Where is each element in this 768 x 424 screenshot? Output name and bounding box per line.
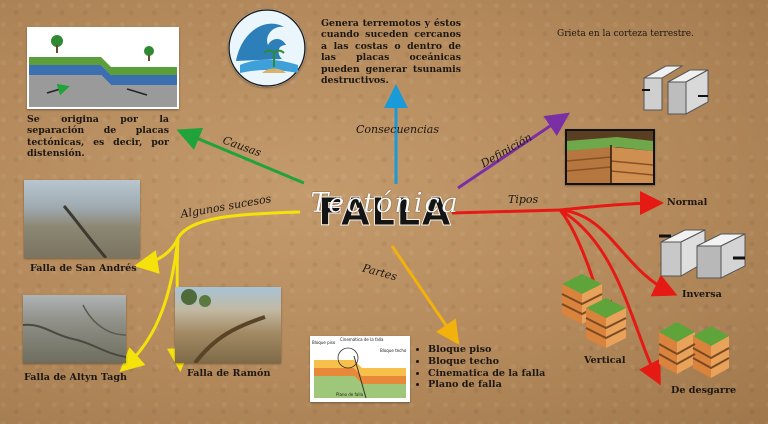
- causes-fault-diagram: [27, 27, 179, 109]
- causes-text: Se origina por la separación de placas t…: [27, 114, 169, 160]
- diagram-label-c: Bloque techo: [380, 348, 406, 353]
- diagram-label-d: Plano de falla: [336, 392, 363, 397]
- event-label-altyn-tagh: Falla de Altyn Tagh: [24, 372, 127, 383]
- type-label-desgarre: De desgarre: [671, 385, 736, 396]
- diagram-label-a: Bloque piso: [312, 340, 335, 345]
- parts-arrow: [392, 246, 456, 340]
- inversa-block-diagram: [655, 218, 747, 280]
- central-title-script: Tectónica: [300, 188, 470, 219]
- event-label-ramon: Falla de Ramón: [187, 368, 270, 379]
- branch-label-types: Tipos: [508, 193, 538, 206]
- parts-fault-diagram: Bloque piso Cinemática de la falla Bloqu…: [310, 336, 410, 402]
- diagram-label-b: Cinemática de la falla: [340, 337, 384, 342]
- vertical-block-diagram: [558, 268, 630, 350]
- parts-list: Bloque piso Bloque techo Cinematica de l…: [412, 344, 545, 391]
- consequences-text: Genera terremotos y éstos cuando suceden…: [321, 18, 461, 86]
- fault-terrain-diagram: [565, 129, 655, 185]
- crack-block-diagram: [642, 60, 710, 116]
- parts-list-item: Bloque piso: [428, 344, 545, 356]
- types-arrow-normal: [452, 203, 658, 213]
- parts-list-item: Cinematica de la falla: [428, 368, 545, 380]
- type-label-vertical: Vertical: [584, 355, 626, 366]
- branch-label-consequences: Consecuencias: [356, 123, 439, 136]
- parts-list-item: Plano de falla: [428, 379, 545, 391]
- definition-text: Grieta en la corteza terrestre.: [557, 29, 694, 39]
- ramon-photo: [175, 287, 281, 363]
- desgarre-block-diagram: [657, 316, 731, 382]
- tsunami-illustration: [228, 9, 306, 87]
- parts-list-item: Bloque techo: [428, 356, 545, 368]
- altyn-tagh-photo: [23, 295, 126, 363]
- event-label-san-andres: Falla de San Andrés: [30, 263, 137, 274]
- san-andres-photo: [24, 180, 140, 258]
- type-label-normal: Normal: [667, 197, 707, 208]
- events-arrow-san-andres: [140, 212, 300, 265]
- type-label-inversa: Inversa: [682, 289, 722, 300]
